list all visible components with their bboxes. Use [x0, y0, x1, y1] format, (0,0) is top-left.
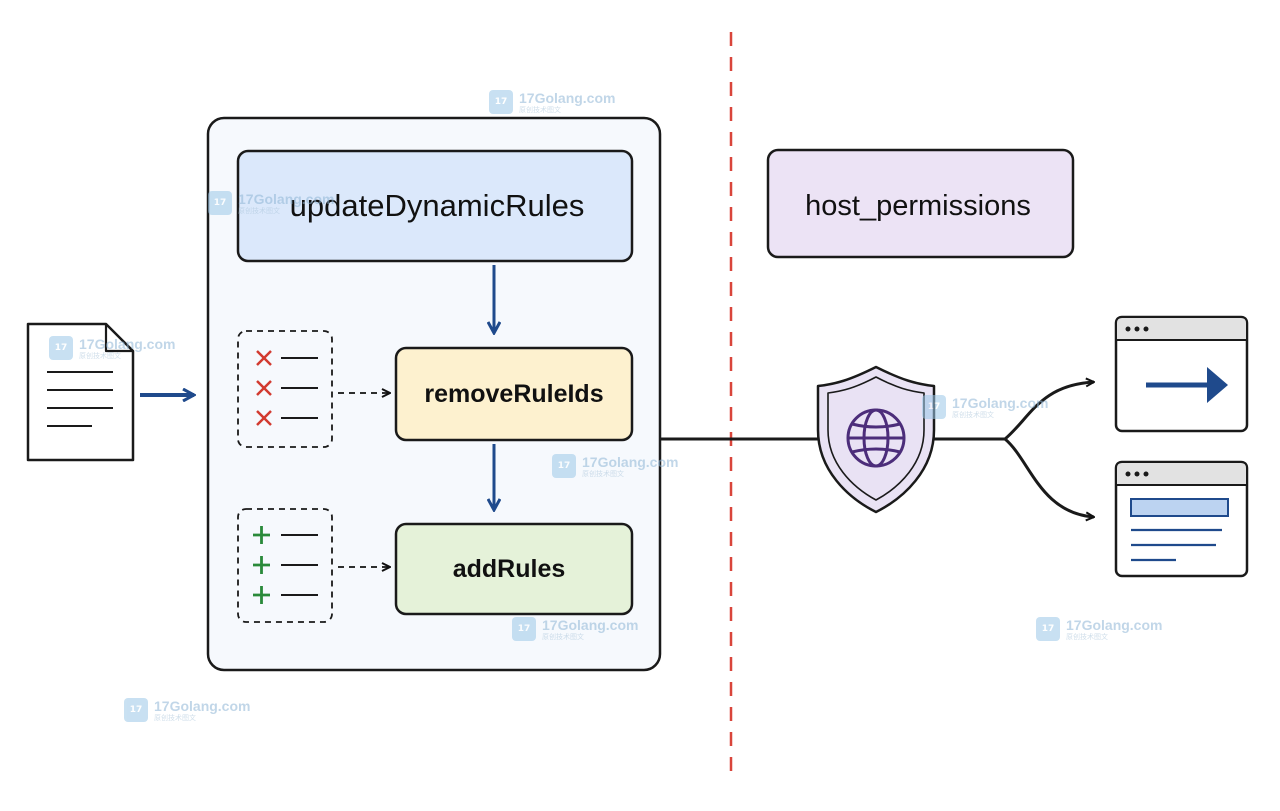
watermark-text: 17Golang.com — [154, 697, 251, 714]
watermark-text: 17Golang.com — [952, 394, 1049, 411]
add-mark-icon — [253, 556, 270, 574]
watermark-subtext: 原创技术图文 — [79, 351, 121, 360]
watermark-text: 17Golang.com — [238, 190, 335, 207]
watermark-logo-icon: 17 — [552, 454, 576, 478]
watermark-logo-icon: 17 — [49, 336, 73, 360]
add-mark-icon — [253, 586, 270, 604]
watermark-logo-icon: 17 — [208, 191, 232, 215]
watermark-text: 17Golang.com — [542, 616, 639, 633]
watermark-logo-icon: 17 — [1036, 617, 1060, 641]
add-mark-icon — [253, 526, 270, 544]
watermark-text: 17Golang.com — [1066, 616, 1163, 633]
host-permissions-node: host_permissions — [766, 148, 1075, 259]
remove-mark-icon — [256, 410, 272, 426]
watermark-logo-icon: 17 — [489, 90, 513, 114]
shield-globe-icon — [816, 365, 936, 514]
watermark-text: 17Golang.com — [79, 335, 176, 352]
add-rules-label: addRules — [453, 555, 566, 583]
branch-arrow-bottom — [1004, 437, 1094, 517]
watermark-subtext: 原创技术图文 — [519, 105, 561, 114]
watermark-subtext: 原创技术图文 — [1066, 632, 1108, 641]
update-dynamic-rules-node: updateDynamicRules — [236, 149, 634, 263]
redirect-arrow-icon — [1146, 367, 1228, 403]
branch-arrow-top — [1004, 382, 1094, 441]
watermark-text: 17Golang.com — [582, 453, 679, 470]
watermark-logo-icon: 17 — [124, 698, 148, 722]
addition-list-icon — [237, 508, 333, 623]
redirect-browser-window — [1114, 315, 1249, 433]
watermark-logo-icon: 17 — [512, 617, 536, 641]
content-browser-window — [1114, 460, 1249, 578]
remove-rule-ids-label: removeRuleIds — [424, 380, 603, 408]
watermark-subtext: 原创技术图文 — [952, 410, 994, 419]
update-dynamic-rules-label: updateDynamicRules — [290, 188, 585, 223]
remove-mark-icon — [256, 350, 272, 366]
watermark-subtext: 原创技术图文 — [542, 632, 584, 641]
remove-mark-icon — [256, 380, 272, 396]
watermark-text: 17Golang.com — [519, 89, 616, 106]
watermark-logo-icon: 17 — [922, 395, 946, 419]
content-header-block — [1130, 498, 1229, 517]
watermark-subtext: 原创技术图文 — [238, 206, 280, 215]
host-permissions-label: host_permissions — [805, 190, 1031, 222]
watermark-subtext: 原创技术图文 — [582, 469, 624, 478]
removal-list-icon — [237, 330, 333, 448]
watermark-subtext: 原创技术图文 — [154, 713, 196, 722]
remove-rule-ids-node: removeRuleIds — [394, 346, 634, 442]
add-rules-node: addRules — [394, 522, 634, 616]
